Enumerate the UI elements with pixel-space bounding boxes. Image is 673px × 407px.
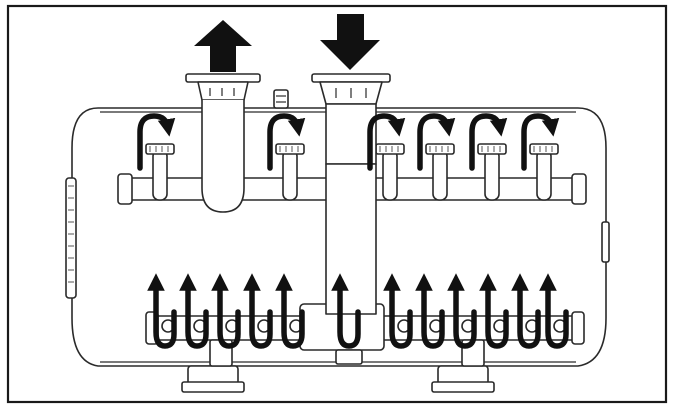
u-turn-arrow-icon [243,273,273,349]
arrow-down-icon [320,14,380,70]
curved-arrow-icon [521,113,560,171]
upper-laterals [145,143,559,201]
upper-lateral [145,143,175,201]
right-side-port [601,221,610,263]
u-turn-arrow-icon [511,273,541,349]
u-turn-arrow-icon [479,273,509,349]
upper-lateral [375,143,405,201]
outlet-pipe [185,73,261,213]
curved-arrow-icon [137,113,176,171]
u-turn-arrow-icon [539,273,569,349]
curved-arrow-icon [417,113,456,171]
u-turn-arrow-icon [331,273,361,349]
u-turn-arrow-icon [147,273,177,349]
upper-lateral [477,143,507,201]
curved-arrow-icon [267,113,306,171]
left-end-cap [65,177,77,299]
u-turn-arrow-icon [211,273,241,349]
vent-valve [273,89,289,109]
upper-lateral [425,143,455,201]
upper-flow-arrows [137,113,560,171]
upper-lateral [529,143,559,201]
u-turn-arrow-icon [179,273,209,349]
curved-arrow-icon [367,113,406,171]
u-turn-arrow-icon [415,273,445,349]
u-turn-arrow-icon [383,273,413,349]
u-turn-arrow-icon [275,273,305,349]
curved-arrow-icon [469,113,508,171]
support-feet [181,365,495,393]
arrow-up-icon [194,20,252,72]
upper-lateral [275,143,305,201]
u-turn-arrow-icon [447,273,477,349]
lower-flow-arrows [147,273,569,349]
